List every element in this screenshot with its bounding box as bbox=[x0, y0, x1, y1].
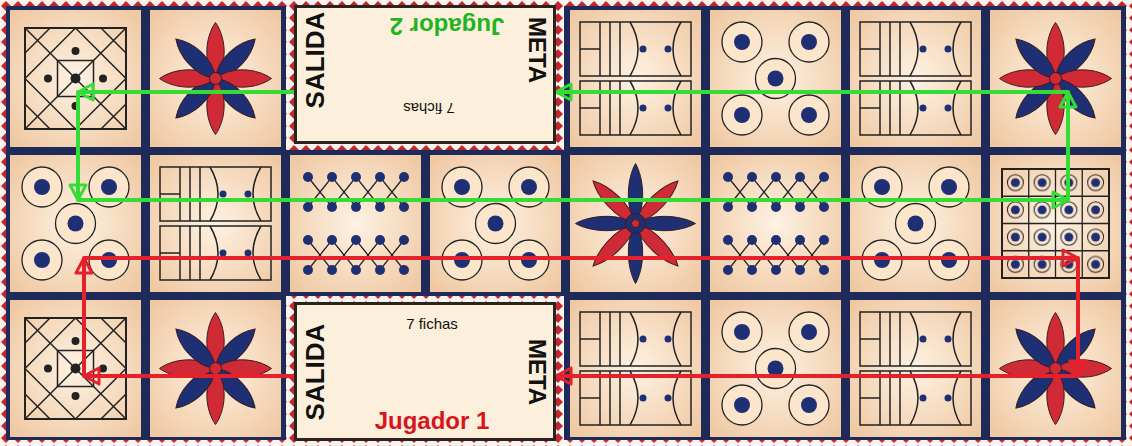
route-arrowhead bbox=[76, 258, 92, 273]
text-anchor: 7 fichas bbox=[406, 316, 458, 331]
panel-frame bbox=[286, 0, 564, 150]
eye-square bbox=[710, 300, 841, 437]
rosette-square bbox=[990, 300, 1121, 437]
route-arrowhead bbox=[84, 368, 99, 384]
route-arrowhead bbox=[70, 185, 86, 200]
rosette-square bbox=[150, 10, 281, 147]
eye-square bbox=[710, 10, 841, 147]
window-square bbox=[570, 10, 701, 147]
panel-label: 7 fichas bbox=[406, 316, 458, 331]
window-square bbox=[850, 300, 981, 437]
zigzag-square bbox=[710, 155, 841, 292]
start-goal-panel: SALIDA 7 fichasJugador 1 META bbox=[294, 302, 556, 441]
route-arrowhead bbox=[78, 84, 93, 100]
eye-square bbox=[430, 155, 561, 292]
text-anchor: Jugador 1 bbox=[375, 409, 490, 433]
panel-frame bbox=[286, 296, 564, 446]
panel-label: SALIDA bbox=[302, 324, 328, 421]
window-square bbox=[850, 10, 981, 147]
panel-label: Jugador 1 bbox=[375, 409, 490, 433]
text-anchor: 7 fichas bbox=[403, 101, 455, 116]
panel-label: META bbox=[525, 339, 549, 405]
text-anchor: Jugador 2 bbox=[390, 14, 505, 38]
route-arrowhead bbox=[1063, 250, 1078, 266]
route-arrowhead bbox=[556, 368, 571, 384]
cross-square bbox=[10, 10, 141, 147]
player-route bbox=[84, 258, 1078, 376]
eye-square bbox=[850, 155, 981, 292]
route-arrowhead bbox=[1053, 192, 1068, 208]
panel-label: 7 fichas bbox=[403, 101, 455, 116]
start-goal-panel: SALIDA Jugador 2 7 fichas META bbox=[294, 5, 556, 144]
rosette-square bbox=[570, 155, 701, 292]
text-anchor: META bbox=[525, 17, 549, 83]
text-anchor: SALIDA bbox=[302, 324, 328, 421]
eye-square bbox=[10, 155, 141, 292]
route-arrowhead bbox=[1060, 92, 1076, 107]
route-arrowhead bbox=[1070, 361, 1086, 376]
rosette-square bbox=[990, 10, 1121, 147]
text-anchor: META bbox=[525, 339, 549, 405]
route-arrowhead bbox=[556, 84, 571, 100]
text-anchor: SALIDA bbox=[302, 12, 328, 109]
panel-label: SALIDA bbox=[302, 12, 328, 109]
panel-label: META bbox=[525, 17, 549, 83]
cross-square bbox=[10, 300, 141, 437]
grid-square bbox=[990, 155, 1121, 292]
player-route bbox=[78, 92, 1068, 200]
board-ground bbox=[6, 6, 1126, 440]
window-square bbox=[150, 155, 281, 292]
window-square bbox=[570, 300, 701, 437]
panel-label: Jugador 2 bbox=[390, 14, 505, 38]
rosette-square bbox=[150, 300, 281, 437]
zigzag-square bbox=[290, 155, 421, 292]
